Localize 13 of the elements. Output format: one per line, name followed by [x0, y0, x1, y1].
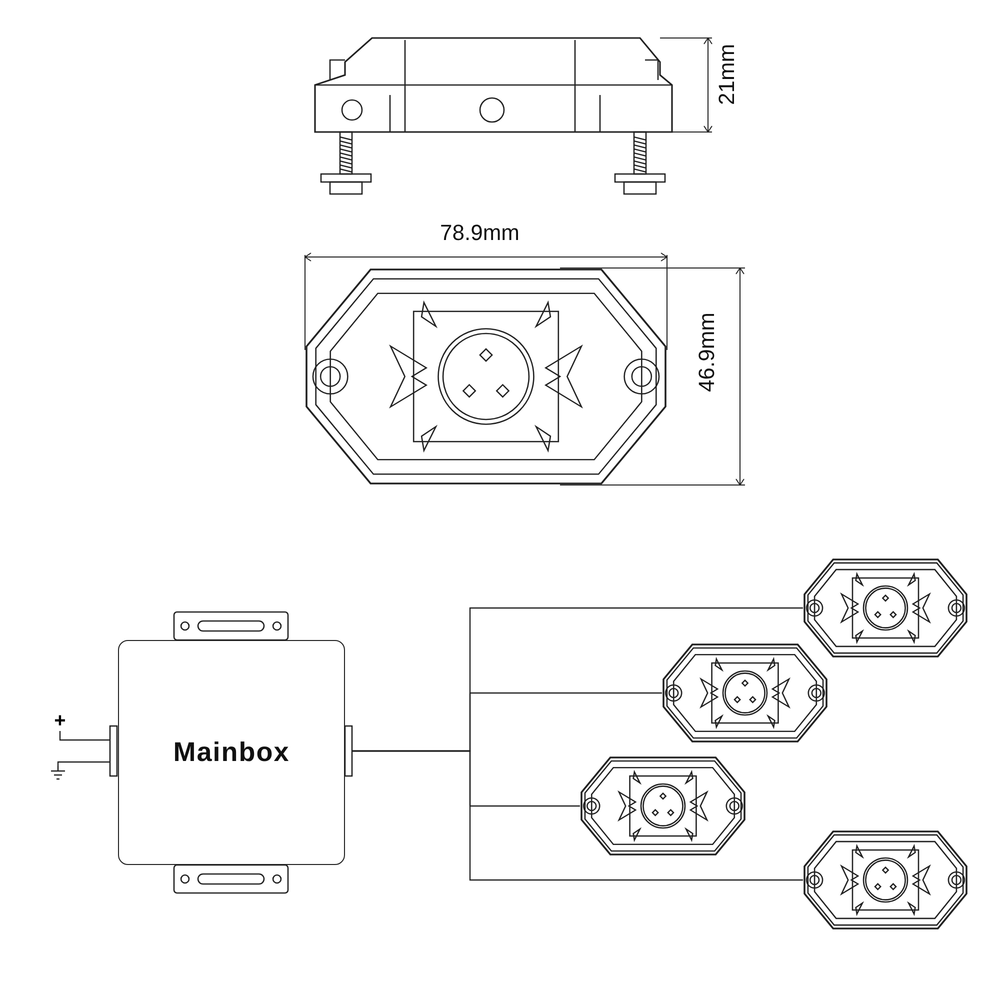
control-box: Mainbox — [118, 640, 345, 865]
wire — [59, 731, 110, 741]
dimension-label: 46.9mm — [694, 312, 720, 392]
rock-light-drawing — [580, 756, 746, 856]
rock-light-drawing — [803, 830, 968, 930]
polarity-sign: + — [50, 711, 70, 731]
dimension-label: 78.9mm — [440, 220, 520, 246]
rock-light-drawing — [803, 558, 968, 658]
rock-light-drawing — [662, 643, 828, 743]
wire — [352, 750, 803, 881]
ground-symbol-icon — [50, 766, 66, 782]
dimension-label: 21mm — [714, 44, 740, 105]
wire — [57, 761, 110, 766]
